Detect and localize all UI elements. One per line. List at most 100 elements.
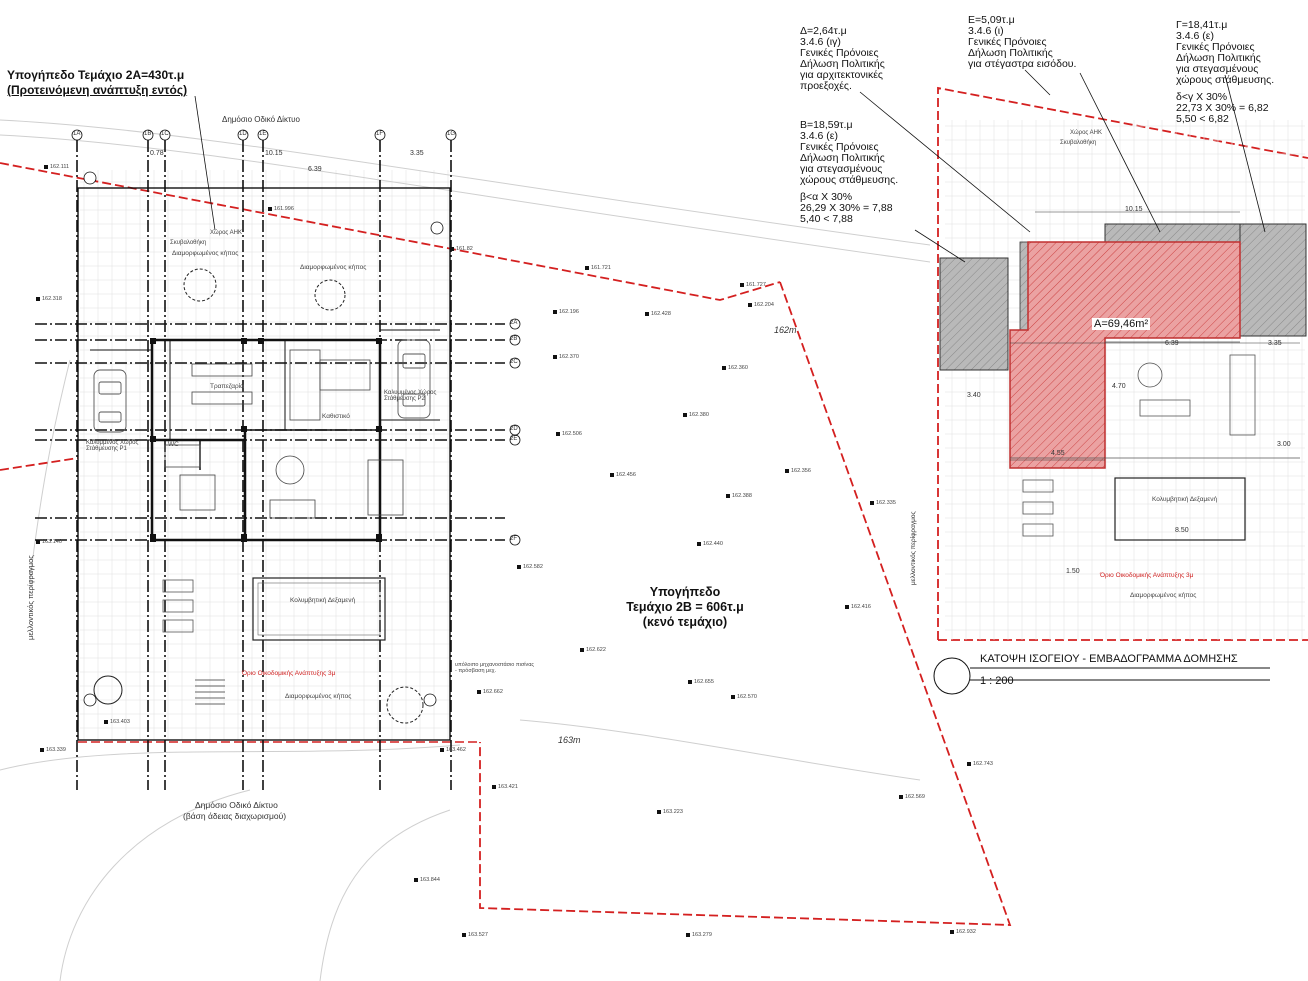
- level-label: 162.360: [728, 365, 748, 371]
- level-label: 162.428: [651, 311, 671, 317]
- level-label: 163.462: [446, 747, 466, 753]
- building-footprint: [1009, 241, 1241, 469]
- right-limit-label: Όριο Οικοδομικής Ανάπτυξης 3μ: [1100, 572, 1194, 579]
- dim-335: 3.35: [410, 150, 424, 157]
- car-parking-2: [397, 339, 431, 419]
- pool-left: [252, 577, 386, 641]
- grid-label-2d: 2D: [510, 426, 518, 432]
- level-label: 162.655: [694, 679, 714, 685]
- furniture: [164, 349, 404, 519]
- level-label: 161.721: [591, 265, 611, 271]
- room-wc: WC: [168, 441, 179, 448]
- right-dim-470: 4.70: [1112, 383, 1126, 390]
- grid-label-1a: 1A: [73, 131, 81, 137]
- structural-columns: [150, 338, 382, 542]
- room-gate: Σκυβαλοθήκη: [170, 240, 207, 246]
- right-walls: [1010, 341, 1300, 459]
- room-ahk: Χώρος ΑΗΚ: [210, 230, 243, 236]
- plot-2a-title: Υπογήπεδο Τεμάχιο 2Α=430τ.μ: [7, 68, 185, 82]
- grid-label-1e: 1E: [259, 131, 267, 137]
- contour-162: 162m: [774, 325, 797, 335]
- grid-label-1c: 1C: [161, 131, 169, 137]
- drawing-scale: 1 : 200: [980, 675, 1014, 687]
- grid-label-1b: 1B: [144, 131, 152, 137]
- right-dim-340: 3.40: [967, 392, 981, 399]
- level-label: 163.403: [110, 719, 130, 725]
- grid-label-1d: 1D: [239, 131, 247, 137]
- right-dim-300: 3.00: [1277, 441, 1291, 448]
- level-label: 162.456: [616, 472, 636, 478]
- room-pool: Κολυμβητική Δεξαμενή: [290, 597, 356, 604]
- dim-639: 6.39: [308, 166, 322, 173]
- plot-2a-boundary: [0, 162, 781, 471]
- level-label: 162.416: [851, 604, 871, 610]
- level-label: 163.279: [692, 932, 712, 938]
- plot-2b-label-1: Υπογήπεδο: [649, 585, 721, 599]
- level-label: 163.527: [468, 932, 488, 938]
- level-label: 163.140: [42, 539, 62, 545]
- right-dim-1015: 10.15: [1125, 206, 1143, 213]
- future-boundary-right: μελλοντικός περίφραγμος: [910, 511, 917, 585]
- dim-1015: 10.15: [265, 150, 283, 157]
- right-garden-label: Διαμορφωμένος κήπος: [1130, 592, 1197, 599]
- plot-2b-label-2: Τεμάχιο 2Β = 606τ.μ: [626, 600, 744, 614]
- level-label: 162.196: [559, 309, 579, 315]
- road-bottom-sublabel: (βάση άδειας διαχωρισμού): [183, 811, 287, 821]
- level-label: 163.339: [46, 747, 66, 753]
- level-label: 161.996: [274, 206, 294, 212]
- grid-label-2b: 2B: [510, 336, 518, 342]
- grid-label-2a: 2A: [510, 320, 518, 326]
- caption-bubble: [933, 657, 971, 695]
- footprint-area-label: Α=69,46m²: [1092, 318, 1151, 330]
- level-label: 162.204: [754, 302, 774, 308]
- room-parking-1: Καλυμμένος Χώρος Στάθμευσης P1: [86, 440, 139, 452]
- trees: [93, 268, 424, 724]
- plot-2b-label-3: (κενό τεμάχιο): [642, 615, 728, 629]
- parking-block-left: [939, 257, 1009, 371]
- right-dim-850: 8.50: [1175, 527, 1189, 534]
- level-label: 162.440: [703, 541, 723, 547]
- level-label: 163.844: [420, 877, 440, 883]
- car-parking-1: [93, 369, 127, 433]
- level-label: 161.727: [746, 282, 766, 288]
- level-label: 162.111: [50, 164, 70, 170]
- level-label: 161.82: [456, 246, 473, 252]
- level-label: 162.662: [483, 689, 503, 695]
- contour-163: 163m: [558, 735, 581, 745]
- drawing-title: ΚΑΤΟΨΗ ΙΣΟΓΕΙΟΥ - ΕΜΒΑΔΟΓΡΑΜΜΑ ΔΟΜΗΣΗΣ: [980, 653, 1238, 665]
- plot-2a-subtitle: (Προτεινόμενη ανάπτυξη εντός): [7, 83, 188, 97]
- plot-2b-boundary: [479, 281, 1012, 926]
- level-label: 163.223: [663, 809, 683, 815]
- right-gate-label: Σκυβαλοθήκη: [1060, 140, 1097, 146]
- right-dim-335: 3.35: [1268, 340, 1282, 347]
- level-label: 162.318: [42, 296, 62, 302]
- tile-grid-left: [80, 170, 450, 740]
- room-landscaped-2: Διαμορφωμένος κήπος: [300, 264, 367, 271]
- right-dim-639: 6.39: [1165, 340, 1179, 347]
- grid-label-1g: 1G: [447, 131, 456, 137]
- limit-line-left: Όριο Οικοδομικής Ανάπτυξης 3μ: [242, 670, 336, 677]
- parking-block-right: [1239, 223, 1307, 337]
- pool-access-note: υπόλοιπο μηχανοστάσιο πισίνας - πρόσβαση…: [455, 662, 535, 674]
- road-bottom-label: Δημόσιο Οδικό Δίκτυο: [195, 800, 278, 810]
- level-label: 162.370: [559, 354, 579, 360]
- level-label: 162.335: [876, 500, 896, 506]
- note-leaders: [194, 69, 1266, 263]
- level-label: 162.743: [973, 761, 993, 767]
- canopy-strip: [1104, 223, 1241, 243]
- grid-label-2c: 2C: [510, 359, 518, 365]
- grid-label-2e: 2E: [510, 436, 518, 442]
- plot-2a-frame: [77, 187, 451, 741]
- level-markers: [36, 165, 971, 937]
- stair-symbols: [195, 679, 225, 705]
- right-dim-150: 1.50: [1066, 568, 1080, 575]
- level-label: 162.932: [956, 929, 976, 935]
- level-label: 162.569: [905, 794, 925, 800]
- room-parking-2: Καλυμμένος Χώρος Στάθμευσης P2: [384, 390, 437, 402]
- level-label: 163.421: [498, 784, 518, 790]
- room-dining: Τραπεζαρία: [210, 383, 244, 390]
